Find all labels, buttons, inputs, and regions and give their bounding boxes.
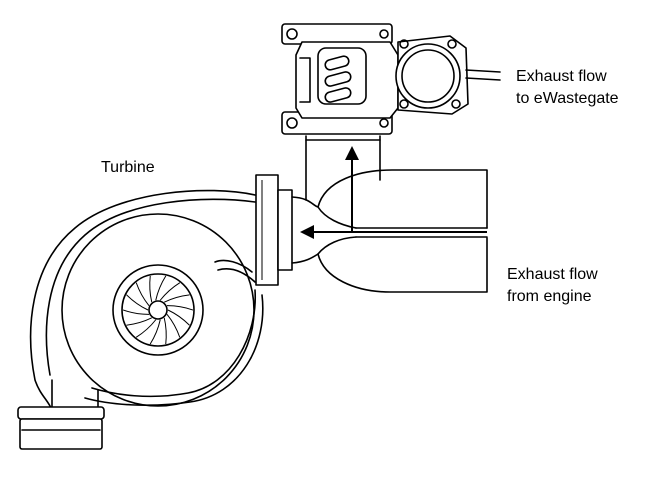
turbine-blade <box>135 282 150 306</box>
turbine-wheel <box>112 264 204 356</box>
turbine-blade <box>135 319 157 338</box>
exhaust-to-ewastegate-line-1: Exhaust flow <box>516 68 607 85</box>
turbine-blade <box>164 294 190 303</box>
turbine-blade <box>155 275 167 301</box>
turbine-blade <box>163 317 167 345</box>
turbine-blade <box>126 294 149 311</box>
turbine-blade <box>122 309 149 315</box>
turbine-blade <box>167 305 194 311</box>
turbine-blade <box>149 275 153 303</box>
turbine-blade <box>149 319 161 345</box>
arrow-from-engine-head <box>300 225 314 239</box>
flow-arrows <box>300 146 487 239</box>
turbine-blade <box>167 309 190 326</box>
exhaust-from-engine-line-1: Exhaust flow <box>507 266 598 283</box>
ewastegate-actuator <box>281 23 501 135</box>
arrow-to-ewastegate-head <box>345 146 359 160</box>
exhaust-to-ewastegate-label: Exhaust flow to eWastegate <box>516 66 619 110</box>
wastegate-pipe <box>305 135 381 201</box>
turbine-label: Turbine <box>101 159 155 176</box>
turbine-housing <box>17 189 264 450</box>
exhaust-to-ewastegate-line-2: to eWastegate <box>516 90 619 107</box>
turbine-blade <box>126 317 152 326</box>
turbine-blade <box>166 314 181 338</box>
flange <box>255 174 293 286</box>
exhaust-from-engine-line-2: from engine <box>507 288 592 305</box>
turbine-blade <box>159 282 181 301</box>
exhaust-from-engine-label: Exhaust flow from engine <box>507 264 598 308</box>
